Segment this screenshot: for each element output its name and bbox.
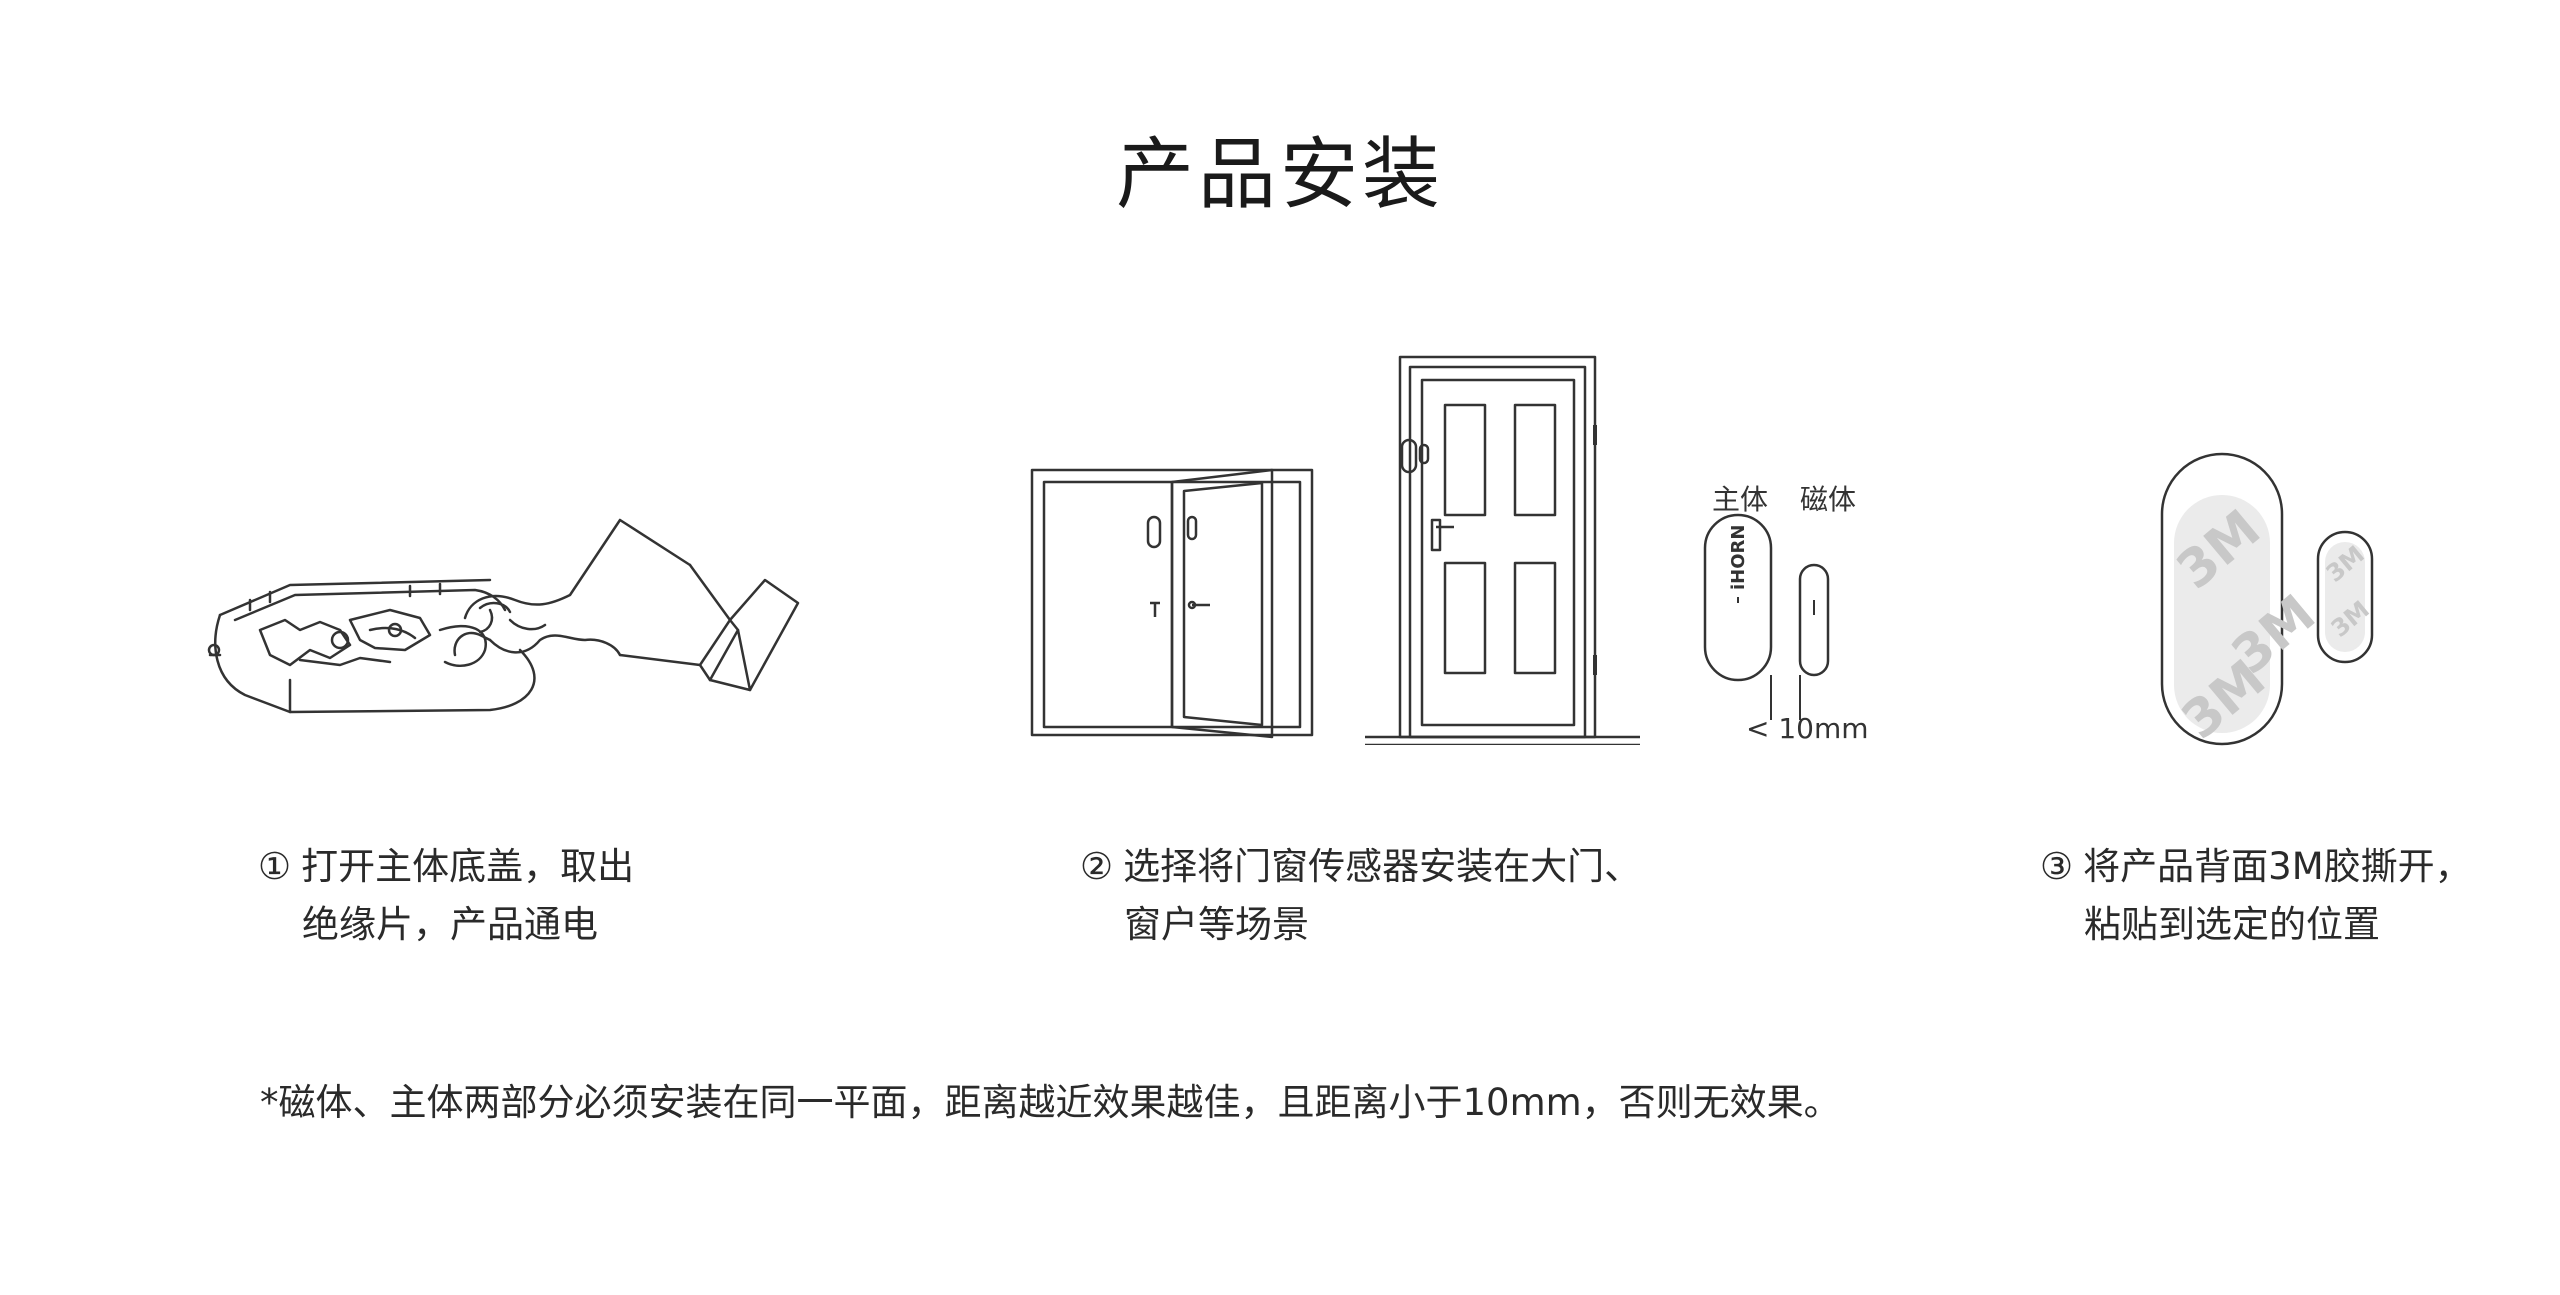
main-body-label: 主体 (1712, 483, 1769, 516)
tape-back-illustration (2160, 452, 2374, 746)
installation-note: *磁体、主体两部分必须安装在同一平面，距离越近效果越佳，且距离小于10mm，否则… (260, 1081, 1841, 1124)
step-1-number: ① (258, 845, 292, 888)
step-3-line1: 将产品背面3M胶撕开， (2083, 845, 2472, 888)
brand-label: iHORN (1728, 524, 1749, 590)
magnet-label: 磁体 (1800, 483, 1857, 516)
step-3-number: ③ (2040, 845, 2074, 888)
step-3-line2: 粘贴到选定的位置 (2084, 903, 2380, 946)
step-1-line2: 绝缘片，产品通电 (302, 903, 598, 946)
main-body-back (2160, 452, 2284, 746)
open-cover-illustration (207, 518, 800, 714)
door-frame (1398, 355, 1597, 739)
magnet-back (2316, 530, 2374, 664)
sensor-magnet (1798, 563, 1830, 677)
distance-label: < 10mm (1746, 712, 1869, 745)
step-2-number: ② (1080, 845, 1114, 888)
step-2-line1: 选择将门窗传感器安装在大门、 (1123, 845, 1642, 888)
page-title: 产品安装 (1115, 130, 1444, 220)
window-frame (1030, 468, 1314, 737)
step-1-line1: 打开主体底盖，取出 (301, 845, 635, 888)
step-2-line2: 窗户等场景 (1124, 903, 1309, 946)
sensor-main-body (1703, 513, 1773, 682)
window-door-illustration (1030, 355, 1830, 745)
